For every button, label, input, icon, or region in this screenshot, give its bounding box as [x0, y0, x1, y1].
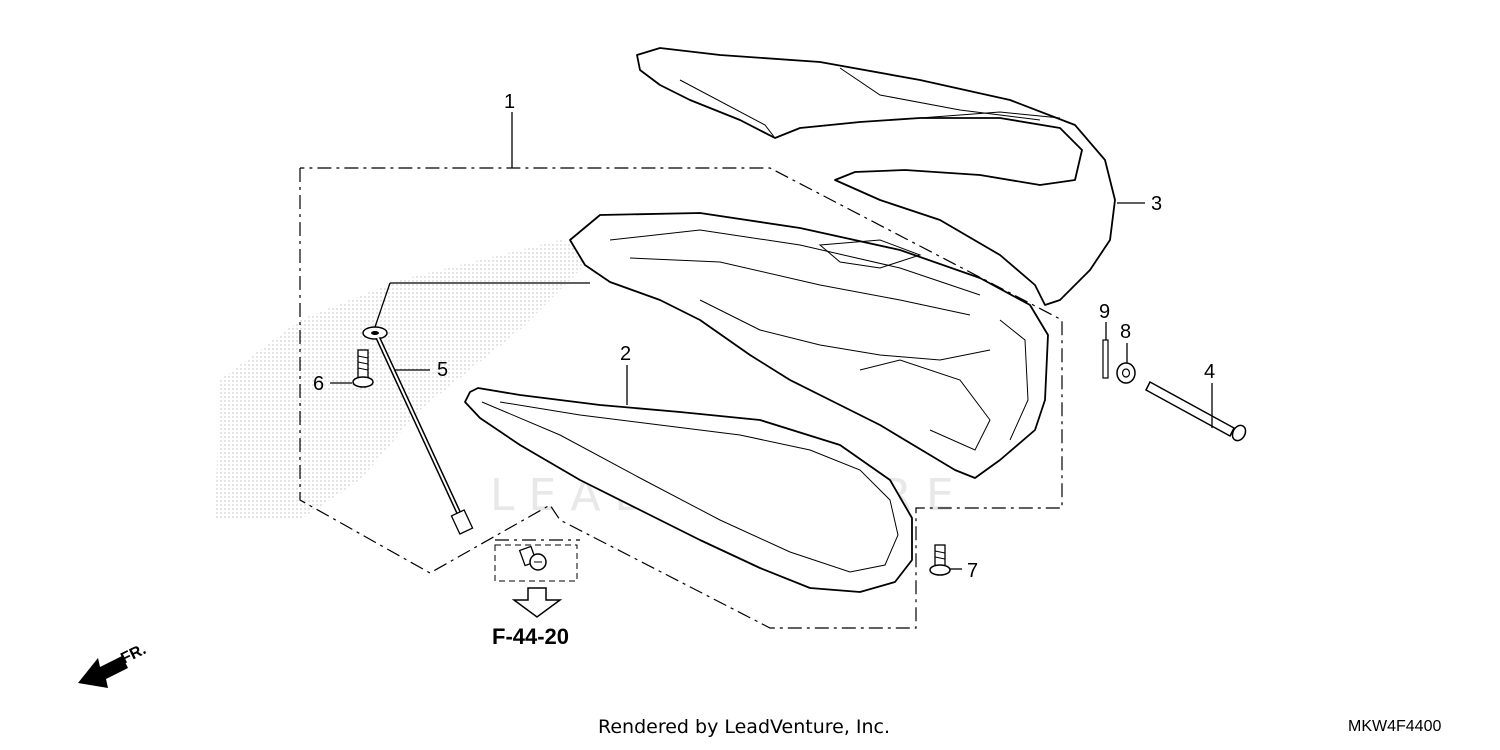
callout-5[interactable]: 5 [437, 359, 448, 381]
background-logo [215, 240, 600, 520]
part-7-screw [929, 544, 951, 576]
part-3-upper-cover [636, 47, 1116, 306]
front-direction-label: FR. [118, 641, 149, 668]
reference-arrow-down-icon [511, 587, 563, 618]
reference-fastener [494, 544, 578, 582]
callout-4[interactable]: 4 [1204, 361, 1215, 383]
front-direction-arrow-icon [78, 656, 128, 688]
callout-3[interactable]: 3 [1151, 193, 1162, 215]
part-9-pin [1102, 339, 1109, 379]
part-1-lower-cover [569, 212, 1049, 479]
part-5-stay [362, 326, 474, 535]
assembly-boundary [299, 167, 1063, 629]
callout-6[interactable]: 6 [313, 373, 324, 395]
part-8-washer [1116, 362, 1136, 384]
diagram-code: MKW4F4400 [1348, 718, 1442, 735]
callout-9[interactable]: 9 [1099, 301, 1110, 323]
part-6-screw [352, 349, 374, 388]
callout-7[interactable]: 7 [967, 560, 978, 582]
callout-8[interactable]: 8 [1120, 321, 1131, 343]
leader-lines [330, 112, 1213, 570]
callout-1[interactable]: 1 [504, 91, 515, 113]
part-4-rod [1145, 380, 1247, 442]
reference-label[interactable]: F-44-20 [492, 624, 569, 649]
part-2-seal [464, 387, 913, 593]
callout-2[interactable]: 2 [620, 343, 631, 365]
credit-text: Rendered by LeadVenture, Inc. [598, 716, 891, 738]
